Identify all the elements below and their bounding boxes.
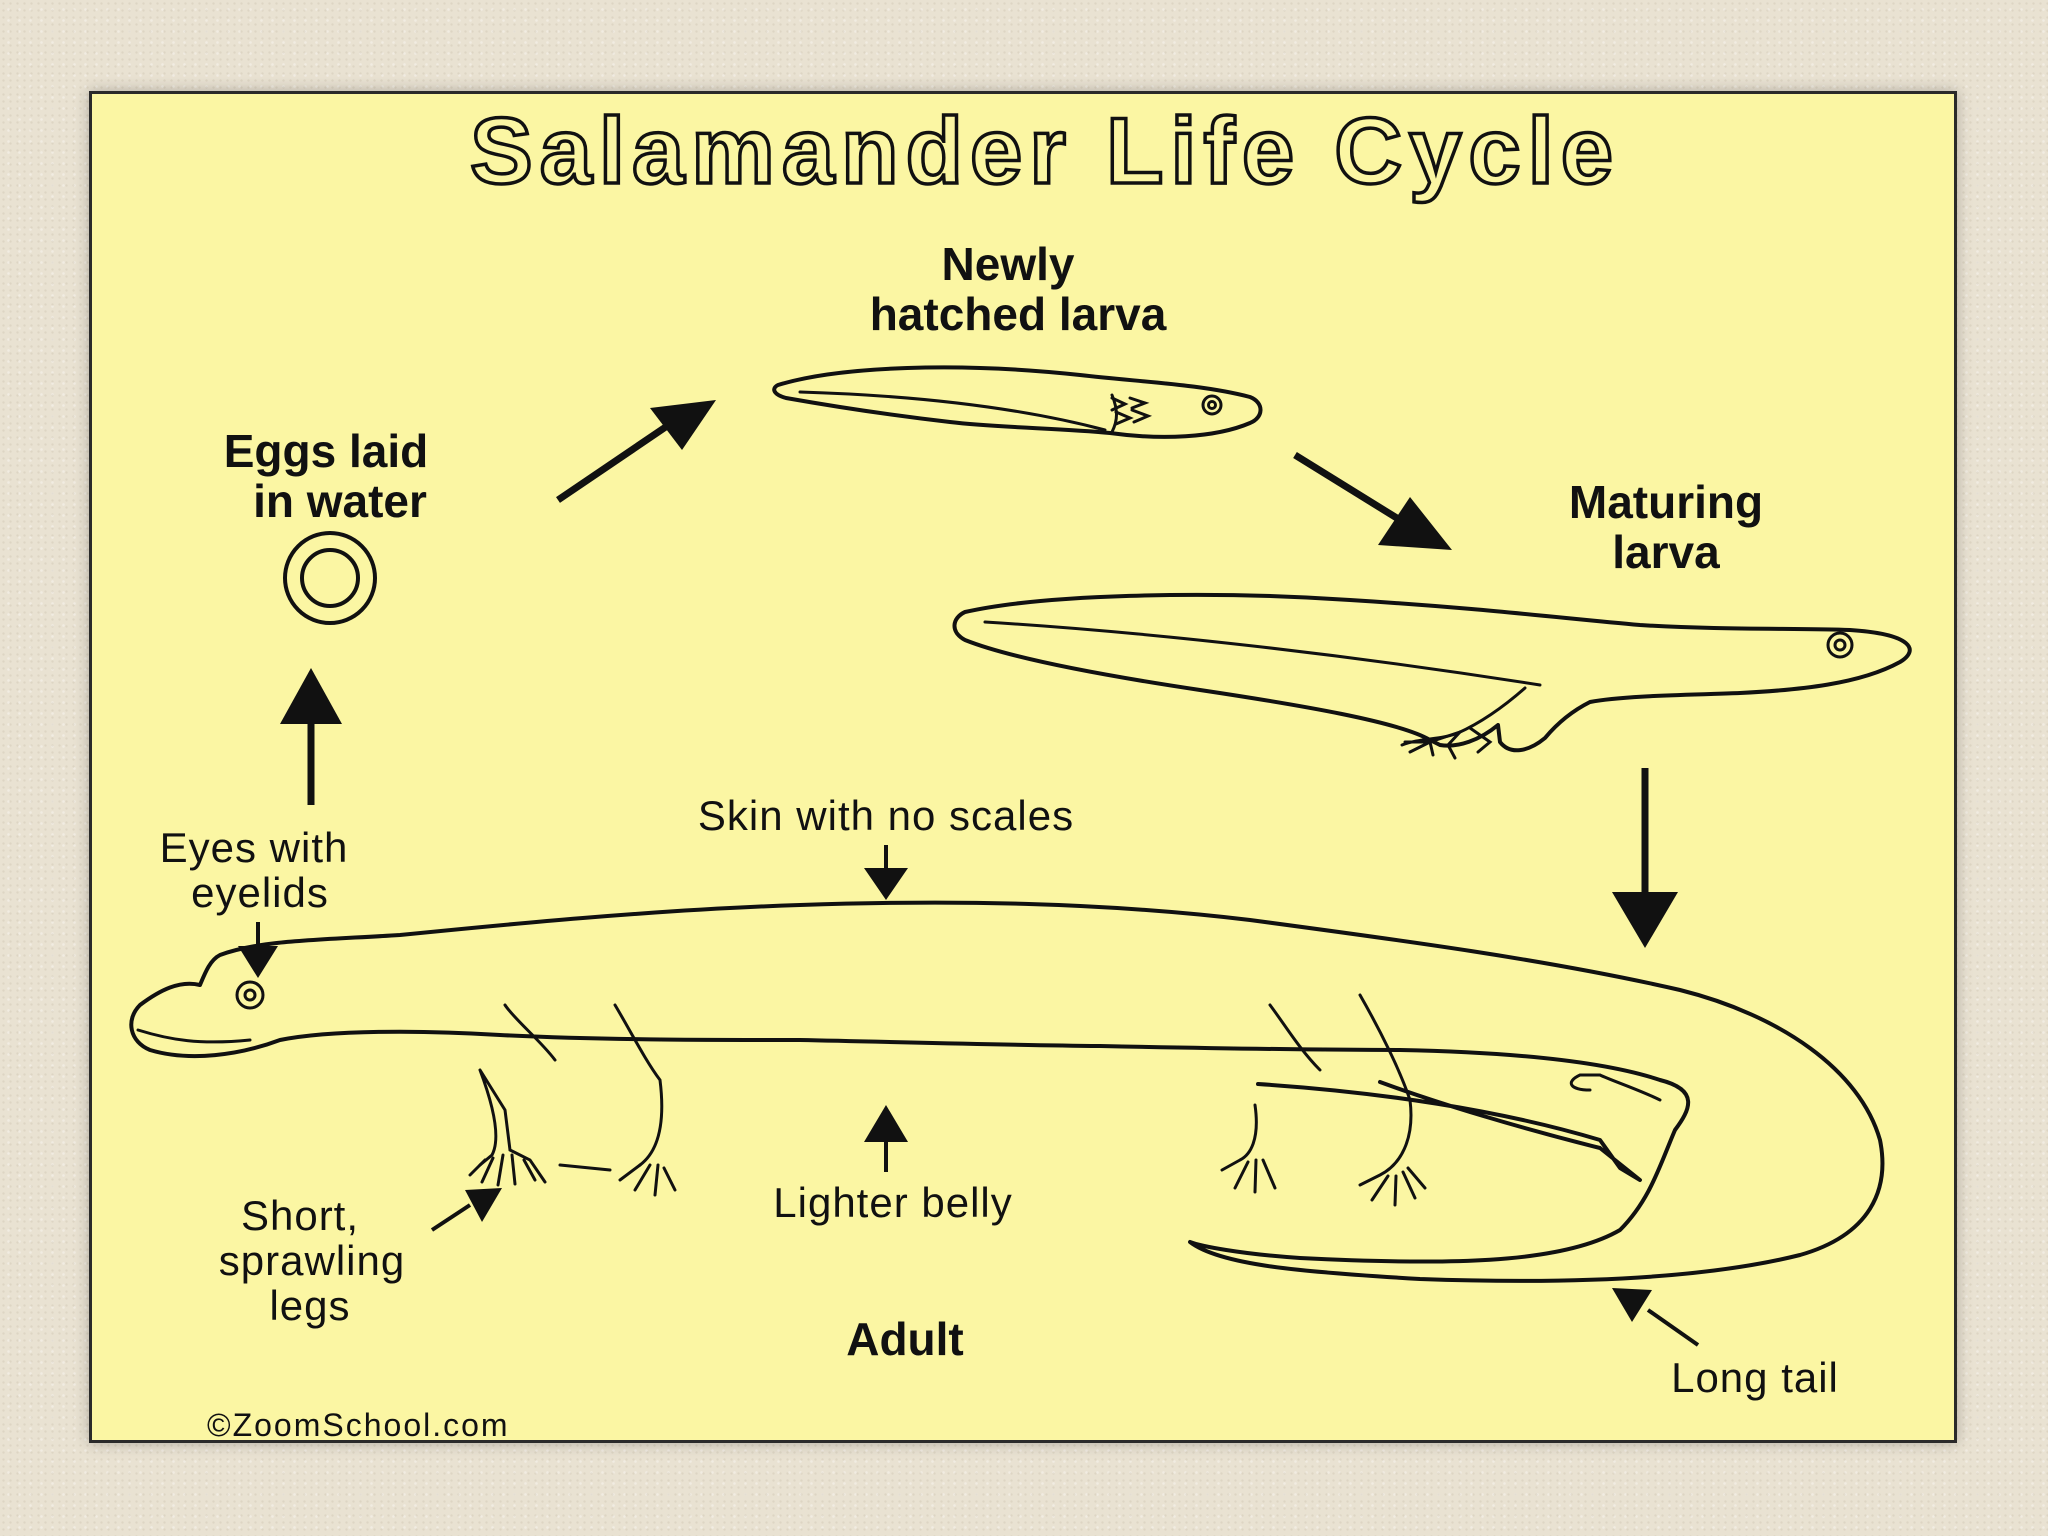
label-eyes-line2: eyelids <box>191 869 329 916</box>
label-maturing-line1: Maturing <box>1569 476 1763 528</box>
label-adult: Adult <box>846 1313 964 1365</box>
label-skin: Skin with no scales <box>698 792 1074 839</box>
pointer-skin <box>864 845 908 900</box>
label-eyes-line1: Eyes with <box>160 824 349 871</box>
label-tail: Long tail <box>1671 1354 1839 1401</box>
label-legs-line2: sprawling <box>219 1237 405 1284</box>
pointer-tail <box>1612 1288 1700 1347</box>
label-maturing-line2: larva <box>1612 526 1720 578</box>
label-eggs-line2: in water <box>253 475 427 527</box>
diagram-panel <box>89 91 1957 1443</box>
label-legs-line3: legs <box>269 1282 350 1329</box>
label-belly: Lighter belly <box>773 1179 1012 1226</box>
arrow-adult-to-eggs <box>280 668 342 805</box>
pointer-eyes <box>238 922 278 978</box>
label-newly-hatched-line2: hatched larva <box>870 288 1167 340</box>
newly-hatched-larva-illustration <box>772 365 1263 439</box>
label-newly-hatched-line1: Newly <box>942 238 1075 290</box>
label-eggs-line1: Eggs laid <box>224 425 428 477</box>
label-legs-line1: Short, <box>241 1192 359 1239</box>
arrow-hatched-to-maturing <box>1293 452 1452 550</box>
pointer-legs <box>430 1188 502 1232</box>
pointer-belly <box>864 1105 908 1172</box>
diagram-title: Salamander Life Cycle <box>470 98 1620 203</box>
adult-salamander-illustration <box>129 900 1885 1283</box>
arrow-eggs-to-hatched <box>556 400 716 503</box>
maturing-larva-illustration <box>952 592 1912 760</box>
copyright-text: ©ZoomSchool.com <box>207 1407 510 1443</box>
arrow-maturing-to-adult <box>1612 768 1678 948</box>
egg-illustration <box>283 531 377 625</box>
